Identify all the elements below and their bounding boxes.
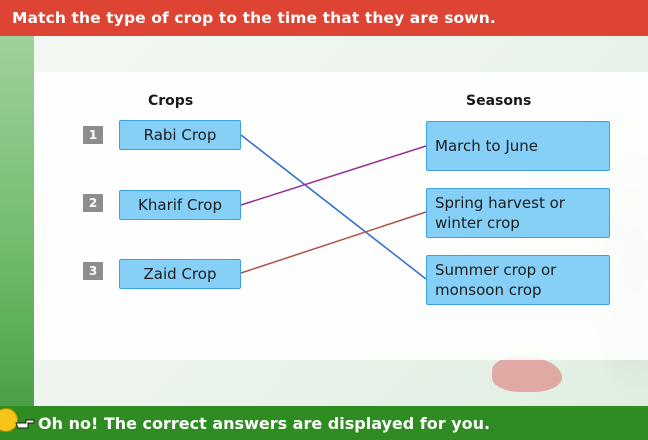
- connection-line-zaid-spring: [240, 211, 427, 274]
- header-bar: Match the type of crop to the time that …: [0, 0, 648, 36]
- season-box-march-june[interactable]: March to June: [426, 121, 610, 171]
- seasons-heading: Seasons: [466, 93, 532, 109]
- season-label-line2: monsoon crop: [435, 281, 542, 299]
- crop-number-3: 3: [82, 261, 104, 281]
- season-label-line1: Summer crop or: [435, 261, 557, 279]
- crop-label: Kharif Crop: [138, 196, 222, 214]
- crop-box-kharif[interactable]: Kharif Crop: [119, 190, 241, 220]
- crop-box-zaid[interactable]: Zaid Crop: [119, 259, 241, 289]
- left-decor-band: [0, 36, 34, 406]
- crop-number-1: 1: [82, 125, 104, 145]
- smiley-icon: [0, 408, 18, 432]
- season-label-line2: winter crop: [435, 214, 520, 232]
- feedback-message: Oh no! The correct answers are displayed…: [38, 414, 491, 433]
- feedback-footer: Oh no! The correct answers are displayed…: [0, 406, 648, 440]
- crop-box-rabi[interactable]: Rabi Crop: [119, 120, 241, 150]
- season-label-line1: March to June: [435, 137, 538, 155]
- crop-label: Rabi Crop: [143, 126, 217, 144]
- crop-label: Zaid Crop: [143, 265, 217, 283]
- season-box-summer-monsoon[interactable]: Summer crop or monsoon crop: [426, 255, 610, 305]
- crop-number-2: 2: [82, 193, 104, 213]
- background-shoe-decor: [492, 356, 562, 392]
- crops-heading: Crops: [148, 93, 194, 109]
- season-label-line1: Spring harvest or: [435, 194, 565, 212]
- season-box-spring-winter[interactable]: Spring harvest or monsoon crop winter cr…: [426, 188, 610, 238]
- pointing-hand-icon: [15, 419, 35, 429]
- question-title: Match the type of crop to the time that …: [12, 9, 496, 27]
- connection-line-rabi-summer: [240, 134, 427, 280]
- connection-line-kharif-march: [240, 145, 427, 206]
